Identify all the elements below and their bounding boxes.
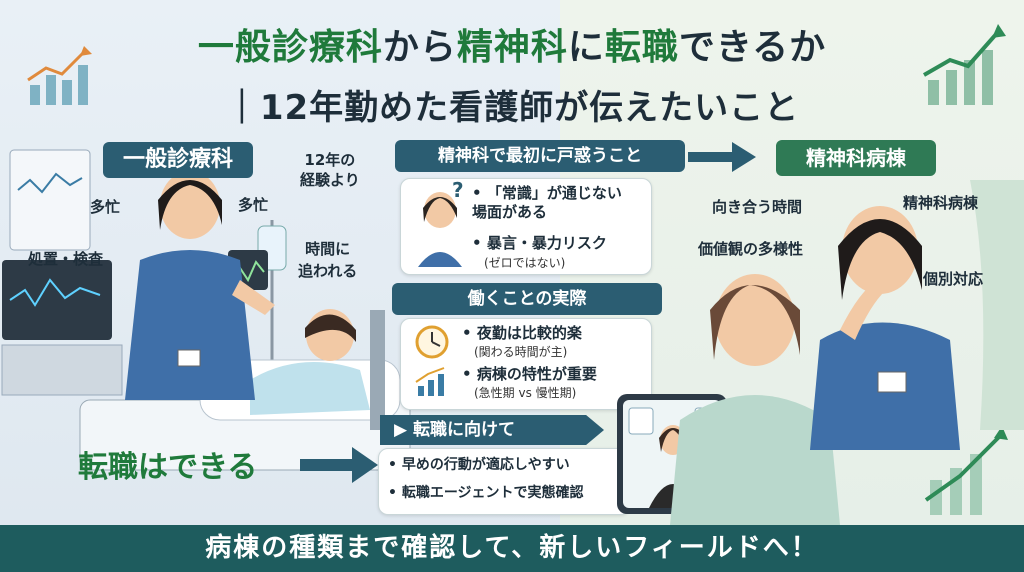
clock-icon <box>415 325 449 359</box>
play-icon: ▶ <box>394 420 413 440</box>
transfer-card <box>378 448 630 515</box>
confusion-header: 精神科で最初に戸惑うこと <box>395 140 685 172</box>
confusion-note: (ゼロではない) <box>484 256 566 270</box>
trend-icon <box>415 367 445 396</box>
confusion-item: • 暴言・暴力リスク <box>472 234 607 252</box>
reality-item: • 夜勤は比較的楽 <box>462 324 582 342</box>
individual-label: 個別対応 <box>923 270 984 288</box>
subtitle: ｜12年勤めた看護師が伝えたいこと <box>224 88 800 128</box>
main-title: 一般診療科から精神科に転職できるか <box>197 27 827 68</box>
chart-up-icon <box>924 426 1008 515</box>
reality-note: (関わる時間が主) <box>474 345 568 359</box>
busy-label: 多忙 <box>90 198 121 216</box>
worried-nurse-icon <box>418 192 462 267</box>
reality-item: • 病棟の特性が重要 <box>462 365 597 383</box>
chart-up-icon <box>27 46 92 105</box>
psych-ward-scene <box>670 180 1024 525</box>
general-dept-header: 一般診療科 <box>103 142 253 178</box>
busy-label: 多忙 <box>238 196 269 214</box>
confusion-item: • 「常識」が通じない 場面がある <box>472 184 622 221</box>
experience-label: 12年の 経験より <box>300 151 360 189</box>
psych-ward-header: 精神科病棟 <box>776 140 936 176</box>
chart-up-icon <box>923 24 1006 105</box>
reality-note: (急性期 vs 慢性期) <box>474 386 577 400</box>
footer-banner: 病棟の種類まで確認して、新しいフィールドへ！ <box>0 525 1024 572</box>
diversity-label: 価値観の多様性 <box>698 240 804 258</box>
reality-header: 働くことの実際 <box>392 283 662 315</box>
conclusion-text: 転職はできる <box>78 450 258 485</box>
question-icon: ? <box>452 178 464 202</box>
facing-time-label: 向き合う時間 <box>712 198 803 216</box>
time-pressed-label: 時間に 追われる <box>298 240 358 280</box>
arrow-right-icon <box>688 142 756 172</box>
transfer-header: ▶ 転職に向けて <box>380 415 604 445</box>
ward-label: 精神科病棟 <box>903 194 979 212</box>
arrow-right-icon <box>300 447 378 483</box>
transfer-item: • 早めの行動が適応しやすい <box>388 457 570 473</box>
hospital-scene <box>1 149 411 471</box>
procedures-label: 処置・検査 <box>28 250 104 268</box>
transfer-item: • 転職エージェントで実態確認 <box>388 485 584 501</box>
